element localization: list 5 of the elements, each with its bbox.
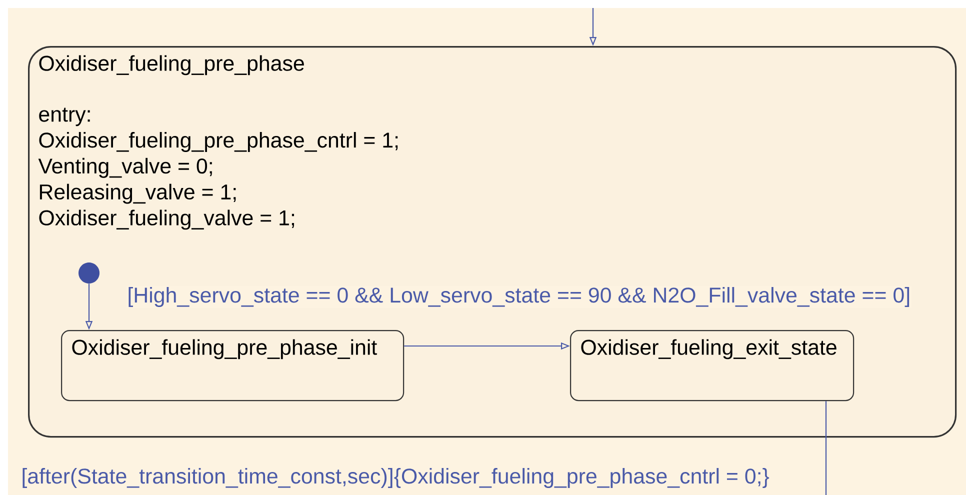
transition-label: [after(State_transition_time_const,sec)]{Oxidiser_fueling_pre_phase_cntrl = 0;} [20,467,771,489]
substate-box: Oxidiser_fueling_exit_state [570,330,854,402]
transition-label: [High_servo_state == 0 && Low_servo_state == 90 && N2O_Fill_valve_state == 0] [126,286,912,308]
default-transition-dot [78,262,100,284]
substate-box: Oxidiser_fueling_pre_phase_init [61,330,404,402]
